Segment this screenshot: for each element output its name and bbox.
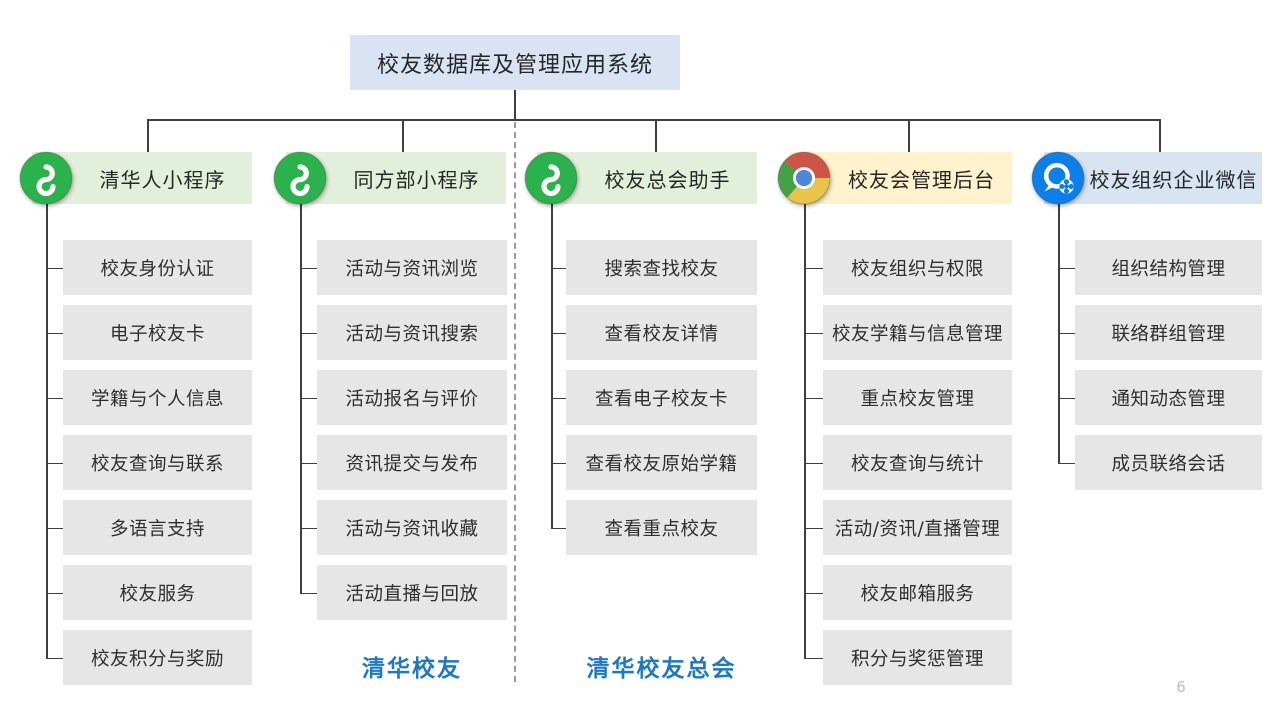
feature-box: 重点校友管理: [823, 370, 1012, 425]
feature-box: 活动报名与评价: [317, 370, 507, 425]
item-stub-connector: [46, 527, 63, 529]
feature-box: 多语言支持: [63, 500, 252, 555]
feature-box: 校友邮箱服务: [823, 565, 1012, 620]
item-stub-connector: [46, 592, 63, 594]
item-stub-connector: [551, 267, 566, 269]
feature-box: 活动与资讯浏览: [317, 240, 507, 295]
column-drop-connector: [402, 119, 404, 152]
feature-box: 学籍与个人信息: [63, 370, 252, 425]
item-stub-connector: [804, 657, 823, 659]
item-stub-connector: [551, 527, 566, 529]
item-stub-connector: [551, 397, 566, 399]
column-spine-connector: [46, 204, 48, 658]
column-drop-connector: [655, 119, 657, 152]
column-header-label: 校友会管理后台: [848, 167, 995, 192]
weapp-icon: [524, 151, 578, 205]
feature-box: 校友组织与权限: [823, 240, 1012, 295]
item-stub-connector: [46, 332, 63, 334]
chrome-icon: [777, 151, 831, 205]
feature-box: 通知动态管理: [1075, 370, 1262, 425]
wecom-icon: [1031, 151, 1085, 205]
item-stub-connector: [804, 397, 823, 399]
column-header-label: 校友总会助手: [604, 167, 731, 192]
feature-box: 查看校友详情: [566, 305, 757, 360]
feature-box: 组织结构管理: [1075, 240, 1262, 295]
feature-box: 联络群组管理: [1075, 305, 1262, 360]
feature-box: 成员联络会话: [1075, 435, 1262, 490]
column-spine-connector: [804, 204, 806, 658]
feature-box: 校友学籍与信息管理: [823, 305, 1012, 360]
section-divider-dashed-line: [514, 122, 516, 682]
slide-page-number: 6: [1176, 678, 1186, 696]
feature-box: 活动与资讯收藏: [317, 500, 507, 555]
item-stub-connector: [1058, 332, 1075, 334]
feature-box: 活动与资讯搜索: [317, 305, 507, 360]
item-stub-connector: [1058, 462, 1075, 464]
item-stub-connector: [46, 397, 63, 399]
item-stub-connector: [551, 332, 566, 334]
item-stub-connector: [804, 462, 823, 464]
diagram-root-title: 校友数据库及管理应用系统: [350, 35, 680, 90]
item-stub-connector: [300, 527, 317, 529]
feature-box: 校友服务: [63, 565, 252, 620]
item-stub-connector: [551, 462, 566, 464]
column-header-label: 清华人小程序: [99, 167, 226, 192]
feature-box: 查看重点校友: [566, 500, 757, 555]
feature-box: 校友查询与统计: [823, 435, 1012, 490]
feature-box: 查看校友原始学籍: [566, 435, 757, 490]
root-connector-bar: [147, 119, 1161, 121]
feature-box: 活动/资讯/直播管理: [823, 500, 1012, 555]
item-stub-connector: [46, 462, 63, 464]
feature-box: 校友身份认证: [63, 240, 252, 295]
column-footer-label: 清华校友: [362, 656, 462, 682]
feature-box: 搜索查找校友: [566, 240, 757, 295]
feature-box: 校友积分与奖励: [63, 630, 252, 685]
item-stub-connector: [300, 267, 317, 269]
item-stub-connector: [300, 462, 317, 464]
column-header-label: 校友组织企业微信: [1089, 167, 1258, 192]
item-stub-connector: [300, 592, 317, 594]
feature-box: 活动直播与回放: [317, 565, 507, 620]
root-connector-stem: [514, 90, 516, 121]
item-stub-connector: [804, 332, 823, 334]
weapp-icon: [273, 151, 327, 205]
column-drop-connector: [147, 119, 149, 152]
column-drop-connector: [1159, 119, 1161, 152]
item-stub-connector: [804, 527, 823, 529]
item-stub-connector: [46, 657, 63, 659]
feature-box: 查看电子校友卡: [566, 370, 757, 425]
item-stub-connector: [1058, 267, 1075, 269]
feature-box: 资讯提交与发布: [317, 435, 507, 490]
item-stub-connector: [804, 267, 823, 269]
item-stub-connector: [804, 592, 823, 594]
column-spine-connector: [551, 204, 553, 528]
feature-box: 校友查询与联系: [63, 435, 252, 490]
item-stub-connector: [300, 332, 317, 334]
column-drop-connector: [908, 119, 910, 152]
item-stub-connector: [46, 267, 63, 269]
item-stub-connector: [1058, 397, 1075, 399]
feature-box: 电子校友卡: [63, 305, 252, 360]
column-header-label: 同方部小程序: [353, 167, 480, 192]
feature-box: 积分与奖惩管理: [823, 630, 1012, 685]
column-footer-label: 清华校友总会: [586, 656, 737, 682]
item-stub-connector: [300, 397, 317, 399]
weapp-icon: [19, 151, 73, 205]
